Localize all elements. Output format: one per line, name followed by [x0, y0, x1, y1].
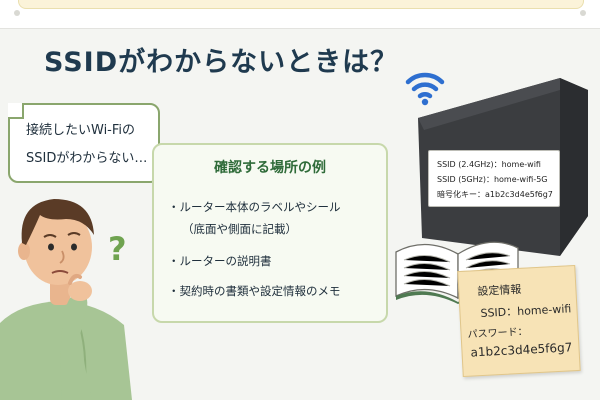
speech-bubble: 接続したいWi-Fiの SSIDがわからない… [8, 103, 160, 183]
strip-dot [580, 10, 586, 16]
question-mark-icon: ? [108, 230, 127, 268]
location-item: ・ルーター本体のラベルやシール [168, 200, 341, 214]
strip-dot [14, 10, 20, 16]
check-locations-title: 確認する場所の例 [214, 160, 326, 176]
location-item: ・ルーターの説明書 [168, 254, 272, 268]
settings-note: 設定情報 SSID：home-wifi パスワード： a1b2c3d4e5f6g… [457, 264, 581, 378]
note-ssid: SSID：home-wifi [480, 302, 572, 320]
router-label-sticker: SSID (2.4GHz)：home-wifi SSID (5GHz)：home… [428, 150, 560, 207]
ssid-5ghz-text: SSID (5GHz)：home-wifi-5G [437, 175, 548, 184]
encryption-key-text: 暗号化キー：a1b2c3d4e5f6g7 [437, 190, 553, 199]
note-title: 設定情報 [477, 282, 522, 299]
speech-line-1: 接続したいWi-Fiの [26, 123, 136, 138]
note-password-label: パスワード： [467, 326, 528, 341]
page-title: SSIDがわからないときは？ [44, 47, 399, 78]
ssid-24ghz-text: SSID (2.4GHz)：home-wifi [437, 160, 541, 169]
location-item-note: （底面や側面に記載） [182, 222, 297, 236]
confused-person [0, 199, 132, 400]
note-password: a1b2c3d4e5f6g7 [470, 340, 573, 360]
top-strip [0, 0, 600, 29]
top-banner-edge [18, 0, 584, 9]
speech-line-2: SSIDがわからない… [26, 151, 148, 166]
location-item: ・契約時の書類や設定情報のメモ [168, 284, 341, 298]
wifi-icon [405, 72, 445, 106]
check-locations-box: 確認する場所の例 ・ルーター本体のラベルやシール （底面や側面に記載） ・ルータ… [152, 143, 388, 323]
speech-bubble-tail [8, 103, 24, 119]
